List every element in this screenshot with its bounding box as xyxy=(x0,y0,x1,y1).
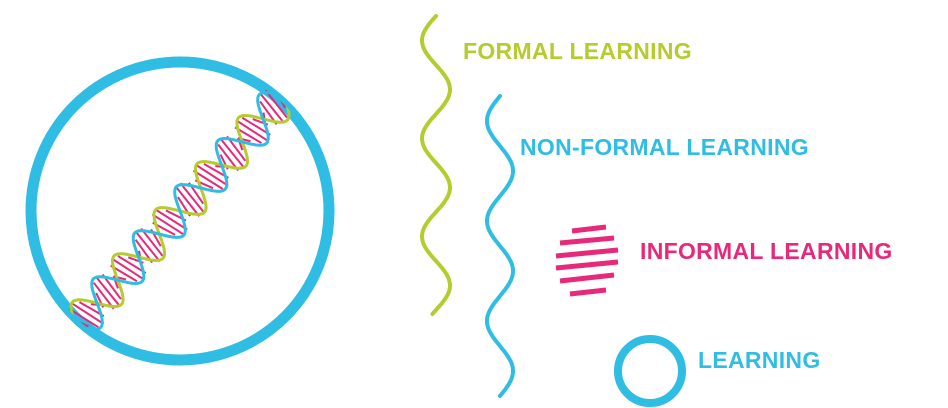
dna-base-pair xyxy=(135,231,161,263)
dna-base-pair xyxy=(117,255,147,274)
dna-base-pair xyxy=(179,182,205,213)
learning-label: LEARNING xyxy=(698,347,821,373)
striped-disc-icon xyxy=(555,224,619,297)
informal-learning-label: INFORMAL LEARNING xyxy=(640,238,893,264)
dna-base-pair xyxy=(140,227,164,257)
dna-base-pair xyxy=(217,143,239,172)
dna-strand-blue xyxy=(86,90,274,332)
dna-base-pair xyxy=(176,187,201,217)
dna-base-pair xyxy=(241,116,271,136)
ring-icon xyxy=(614,335,686,407)
green-wave-icon xyxy=(419,14,453,316)
dna-base-pair xyxy=(192,169,224,190)
dna-circle-icon xyxy=(25,56,335,366)
dna-base-pair xyxy=(156,209,188,231)
dna-base-pair xyxy=(195,164,229,187)
dna-base-pair xyxy=(219,137,246,169)
dna-base-pair xyxy=(92,282,115,310)
non-formal-learning-label: NON-FORMAL LEARNING xyxy=(520,134,809,160)
dna-base-pair xyxy=(94,275,121,307)
dna-base-pair xyxy=(68,307,99,329)
dna-base-pair xyxy=(259,93,286,124)
dna-base-pair xyxy=(151,213,185,236)
dna-base-pair xyxy=(235,119,269,143)
dna-base-pair xyxy=(71,302,105,325)
blue-wave-icon xyxy=(485,94,515,398)
dna-base-pair xyxy=(264,89,288,119)
dna-base-pair xyxy=(111,257,145,281)
formal-learning-label: FORMAL LEARNING xyxy=(463,38,692,64)
